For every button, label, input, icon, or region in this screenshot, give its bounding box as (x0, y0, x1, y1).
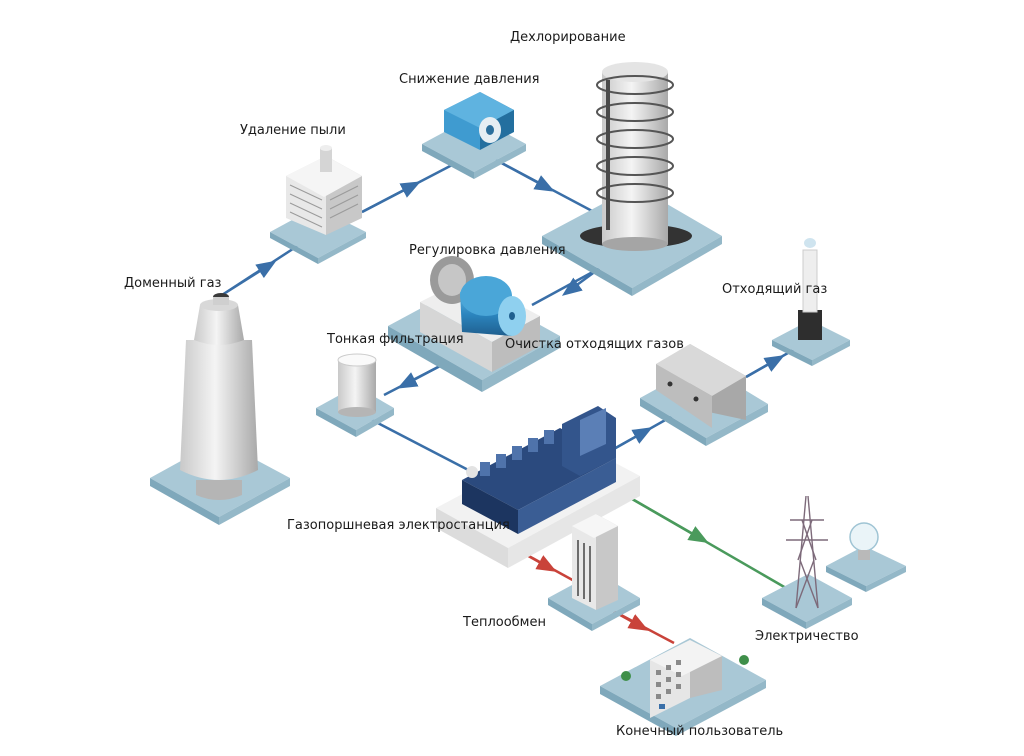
blast-furnace (150, 293, 290, 525)
dust-removal-unit (270, 145, 366, 264)
label-electricity: Электричество (755, 629, 859, 644)
heat-exchanger-unit (548, 514, 640, 631)
flow-dechlor-to-regulation (531, 266, 601, 307)
label-pressure-regulation: Регулировка давления (409, 243, 566, 258)
label-heat-exchange: Теплообмен (463, 615, 546, 630)
pressure-regulation-unit (388, 256, 560, 392)
flue-gas-cleaning-unit (640, 344, 768, 446)
label-pressure-reduction: Снижение давления (399, 72, 540, 87)
label-dust-removal: Удаление пыли (240, 123, 346, 138)
label-dechlorination: Дехлорирование (510, 30, 626, 45)
label-blast-furnace-gas: Доменный газ (124, 276, 222, 291)
gas-engine-unit (436, 406, 640, 568)
end-user-building (600, 638, 766, 736)
label-end-user: Конечный пользователь (616, 724, 784, 739)
label-fine-filtration: Тонкая фильтрация (327, 332, 464, 347)
label-flue-gas-cleaning: Очистка отходящих газов (505, 337, 684, 352)
exhaust-stack (772, 238, 850, 366)
fine-filter-unit (316, 353, 394, 437)
label-exhaust-gas: Отходящий газ (722, 282, 828, 297)
power-flow-lines (619, 490, 787, 590)
power-tower (762, 495, 852, 629)
light-bulb-icon (826, 522, 906, 592)
flow-filter-to-engine (371, 418, 477, 476)
label-gas-engine-plant: Газопоршневая электростанция (287, 518, 510, 533)
dechlorination-tower (542, 62, 722, 296)
pressure-reduction-unit (422, 92, 526, 179)
